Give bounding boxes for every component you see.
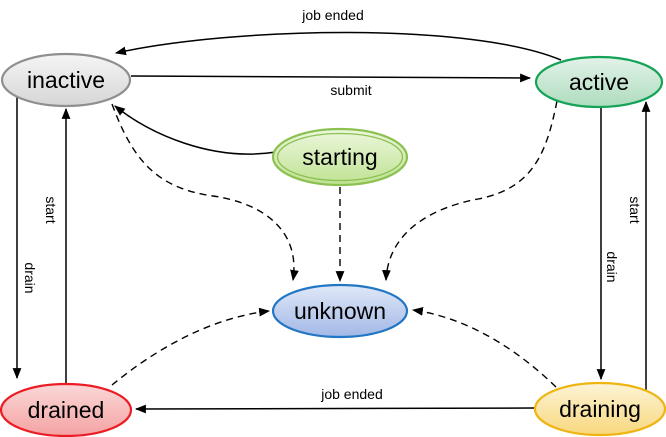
edge-label-start-left: start [43,196,59,223]
state-ellipse-starting-inner-ring [276,132,404,182]
state-label-starting: starting [302,144,377,170]
state-label-active: active [569,69,629,95]
state-ellipse-inactive [0,52,132,108]
state-ellipse-active [534,55,664,109]
edge-label-job-ended-bottom: job ended [320,386,383,402]
edge-draining-to-drained-job-ended [134,404,536,414]
state-node-draining: draining [533,381,666,437]
state-node-inactive: inactive [0,52,132,108]
state-label-drained: drained [28,397,105,423]
edge-draining-to-unknown [411,307,557,388]
edge-label-drain-left: drain [22,262,38,293]
edge-inactive-to-active-submit [130,73,532,83]
state-node-drained: drained [0,382,133,437]
edge-active-to-unknown [382,100,558,282]
edge-starting-to-inactive [114,105,277,155]
state-node-starting: starting [271,127,409,187]
edge-drained-to-unknown [111,307,271,386]
state-ellipse-starting [271,127,409,187]
state-ellipse-unknown [271,283,409,339]
state-label-inactive: inactive [27,67,105,93]
edge-label-drain-right: drain [604,251,620,282]
edge-label-job-ended-top: job ended [301,7,364,23]
state-label-unknown: unknown [294,298,386,324]
state-label-draining: draining [559,396,641,422]
state-node-unknown: unknown [271,283,409,339]
edge-active-to-inactive-job-ended [114,31,562,61]
edge-label-start-right: start [627,196,643,223]
edge-inactive-to-unknown [111,103,299,282]
state-ellipse-draining [533,381,666,437]
edge-label-submit: submit [330,82,371,98]
state-ellipse-drained [0,382,133,437]
state-node-active: active [534,55,664,109]
